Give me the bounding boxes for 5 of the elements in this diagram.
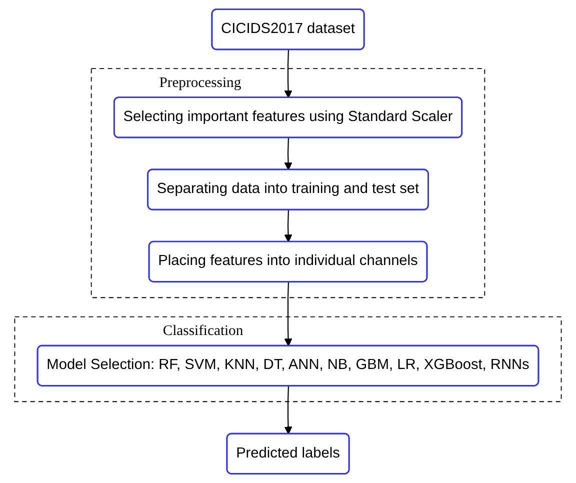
arrow — [284, 282, 292, 346]
arrow — [284, 386, 292, 434]
arrow — [284, 138, 292, 170]
arrow — [284, 50, 292, 98]
arrow — [284, 210, 292, 242]
